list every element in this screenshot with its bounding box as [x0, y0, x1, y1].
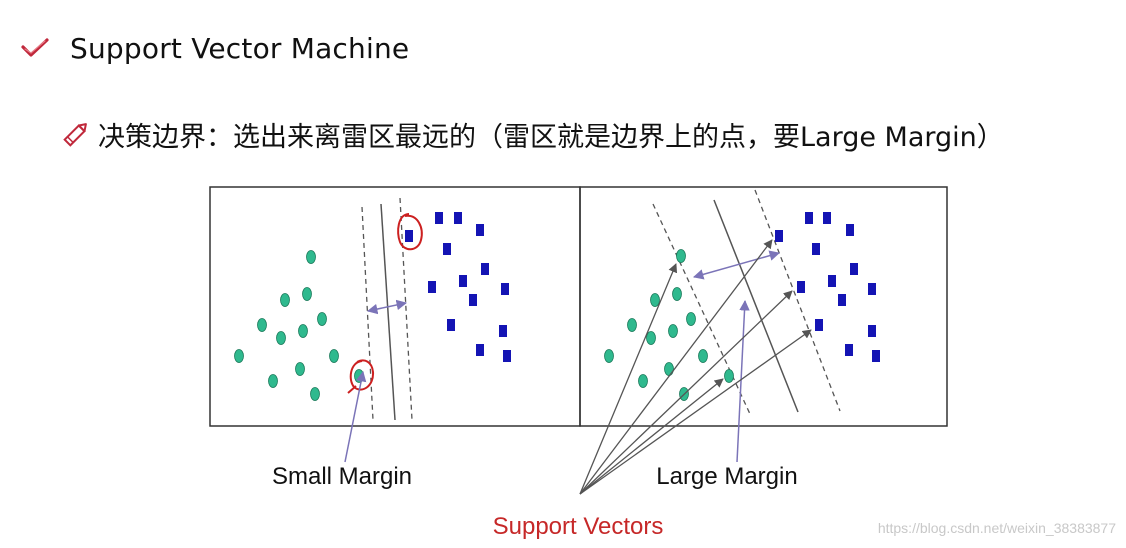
right-circle-points	[604, 249, 734, 401]
large-margin-label: Large Margin	[656, 463, 797, 490]
circle-point	[329, 349, 339, 363]
right-decision-boundary	[713, 199, 799, 413]
right-panel-frame	[579, 186, 948, 427]
circle-point	[234, 349, 244, 363]
square-point	[805, 212, 813, 224]
circle-point	[298, 324, 308, 338]
sv-arrow	[579, 378, 724, 495]
square-point-support	[405, 230, 413, 242]
large-margin-pointer	[736, 299, 750, 463]
circle-point-support	[724, 369, 734, 383]
circle-point	[302, 287, 312, 301]
square-point	[501, 283, 509, 295]
right-margin-arrow	[692, 250, 781, 280]
slide-title: Support Vector Machine	[70, 31, 410, 65]
watermark: https://blog.csdn.net/weixin_38383877	[877, 520, 1116, 536]
circle-point	[668, 324, 678, 338]
square-point	[823, 212, 831, 224]
square-point-support	[797, 281, 805, 293]
circle-point	[650, 293, 660, 307]
small-margin-label: Small Margin	[272, 463, 412, 490]
left-square-points	[405, 212, 511, 362]
circle-point	[672, 287, 682, 301]
sv-arrow	[579, 290, 793, 495]
square-point-support	[775, 230, 783, 242]
square-point	[838, 294, 846, 306]
circle-point	[698, 349, 708, 363]
square-point	[503, 350, 511, 362]
support-vector-arrows	[579, 239, 812, 495]
left-circle-points	[234, 250, 364, 401]
circle-point	[317, 312, 327, 326]
square-point	[872, 350, 880, 362]
checkmark-icon	[21, 38, 49, 57]
sv-arrow	[579, 239, 773, 495]
circle-point	[638, 374, 648, 388]
left-panel-frame	[209, 186, 581, 427]
circle-point	[686, 312, 696, 326]
circle-point-support	[676, 249, 686, 263]
circle-point	[310, 387, 320, 401]
square-point	[443, 243, 451, 255]
square-point	[850, 263, 858, 275]
square-point	[868, 325, 876, 337]
square-point	[845, 344, 853, 356]
square-point	[828, 275, 836, 287]
square-point	[454, 212, 462, 224]
square-point	[868, 283, 876, 295]
bullet-row: 决策边界：选出来离雷区最远的（雷区就是边界上的点，要Large Margin）	[60, 112, 1004, 156]
red-circle-annotation-circle	[347, 359, 375, 394]
circle-point	[295, 362, 305, 376]
left-margin-arrow	[366, 299, 408, 315]
circle-point	[306, 250, 316, 264]
sv-arrow	[579, 263, 678, 495]
circle-point	[268, 374, 278, 388]
circle-point	[604, 349, 614, 363]
red-circle-annotation-square	[397, 213, 423, 251]
sv-arrow	[579, 329, 812, 495]
square-point	[499, 325, 507, 337]
support-vectors-label: Support Vectors	[493, 513, 664, 540]
right-square-points	[775, 212, 880, 362]
bullet-text: 决策边界：选出来离雷区最远的（雷区就是边界上的点，要Large Margin）	[98, 121, 1004, 153]
right-margin-line-1	[652, 203, 751, 415]
pencil-icon	[63, 123, 87, 147]
circle-point	[276, 331, 286, 345]
circle-point	[627, 318, 637, 332]
square-point	[435, 212, 443, 224]
square-point	[447, 319, 455, 331]
square-point	[459, 275, 467, 287]
slide-title-row: Support Vector Machine	[18, 26, 409, 70]
square-point	[846, 224, 854, 236]
small-margin-pointer	[344, 370, 367, 463]
right-margin-line-2	[754, 189, 841, 412]
circle-point	[280, 293, 290, 307]
square-point	[469, 294, 477, 306]
left-decision-boundary	[380, 203, 396, 421]
square-point-support	[815, 319, 823, 331]
circle-point	[257, 318, 267, 332]
circle-point	[646, 331, 656, 345]
square-point	[428, 281, 436, 293]
square-point	[481, 263, 489, 275]
square-point	[476, 344, 484, 356]
square-point	[812, 243, 820, 255]
circle-point	[664, 362, 674, 376]
square-point	[476, 224, 484, 236]
